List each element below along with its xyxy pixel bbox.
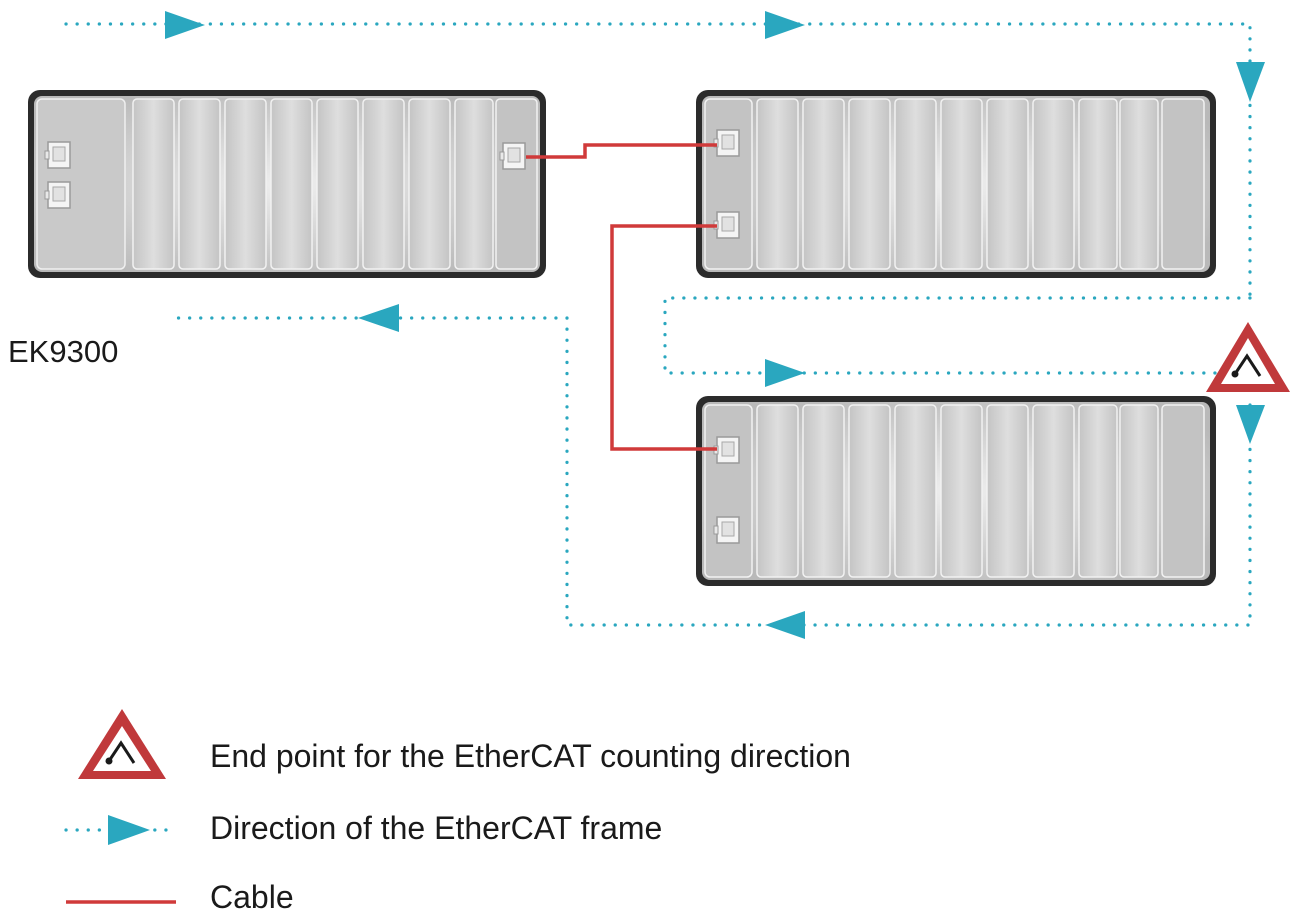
legend-endpoint-label: End point for the EtherCAT counting dire… [210, 738, 851, 774]
cables [526, 143, 717, 451]
warning-triangle-endpoint-icon [1206, 322, 1290, 392]
legend-cable-label: Cable [210, 879, 294, 915]
legend-endpoint-icon [78, 709, 166, 779]
ethernet-port-icon [713, 211, 740, 239]
ethernet-port-icon [44, 181, 71, 209]
frame-arrow-down-icon [1236, 62, 1265, 102]
ek9300-module [28, 90, 546, 278]
frame-arrow-left-icon [358, 304, 399, 332]
frame-arrow-left-icon [765, 611, 805, 639]
ethercat-module-lower [696, 396, 1216, 586]
ethernet-port-icon [44, 141, 71, 169]
frame-path-top [64, 22, 1252, 300]
ethernet-port-icon [713, 129, 740, 157]
frame-arrow-right-icon [165, 11, 205, 39]
legend-frame-direction-label: Direction of the EtherCAT frame [210, 810, 663, 846]
ethernet-port-icon [713, 516, 740, 544]
ethercat-module-upper [696, 90, 1216, 278]
ethernet-port-icon [713, 436, 740, 464]
legend-frame-direction-icon [64, 815, 172, 845]
frame-path-right-down [166, 316, 1252, 627]
frame-arrow-right-icon [765, 359, 805, 387]
frame-direction-paths [64, 22, 1252, 627]
frame-path-middle-loop [663, 296, 1252, 375]
cable-ek9300-to-upper [526, 143, 717, 159]
ethernet-port-icon [499, 142, 526, 170]
frame-arrow-down-icon [1236, 405, 1265, 444]
frame-arrow-right-icon [765, 11, 805, 39]
device-label-ek9300: EK9300 [8, 334, 119, 369]
frame-arrowheads [165, 11, 1265, 639]
cable-upper-to-lower [610, 224, 717, 451]
